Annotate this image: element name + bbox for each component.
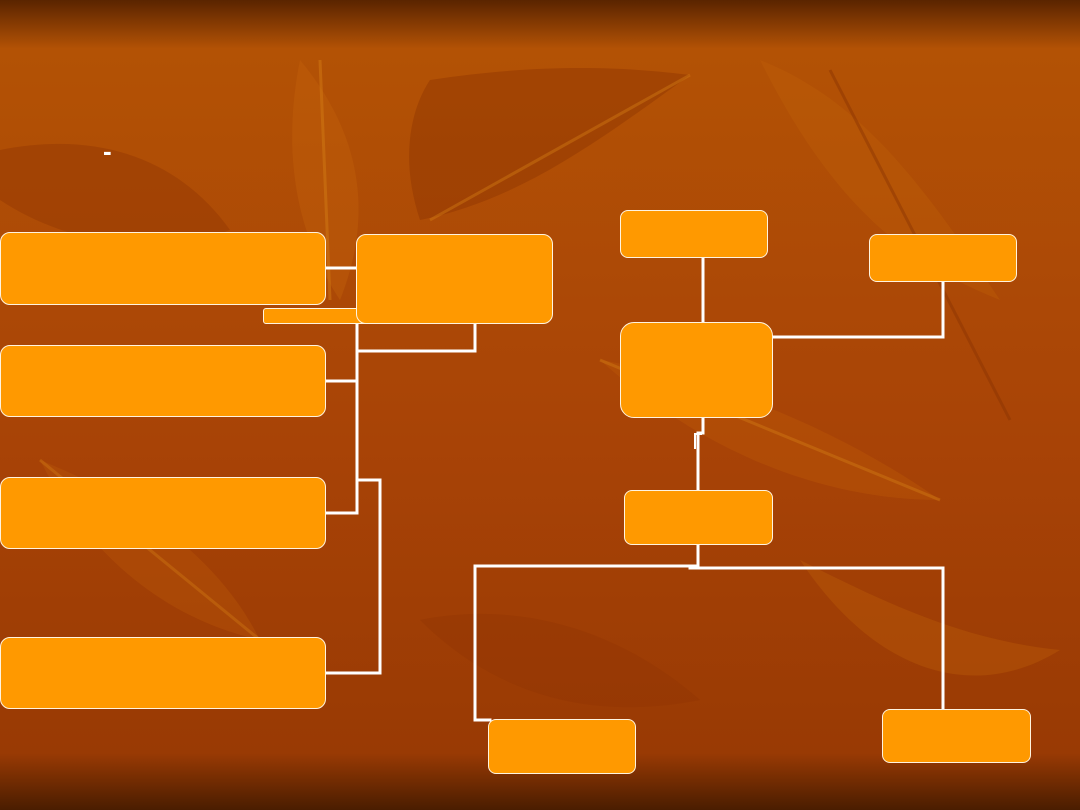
title-marker: -: [103, 136, 112, 166]
bottom-right-box: [882, 709, 1031, 763]
left-item-box-3: [0, 477, 326, 549]
left-item-box-1: [0, 232, 326, 305]
hub-box: [356, 234, 553, 324]
left-item-box-4: [0, 637, 326, 709]
top-right-box: [869, 234, 1017, 282]
left-item-box-2: [0, 345, 326, 417]
middle-box: [624, 490, 773, 545]
center-box: [620, 322, 773, 418]
top-left-box: [620, 210, 768, 258]
bottom-left-box: [488, 719, 636, 774]
